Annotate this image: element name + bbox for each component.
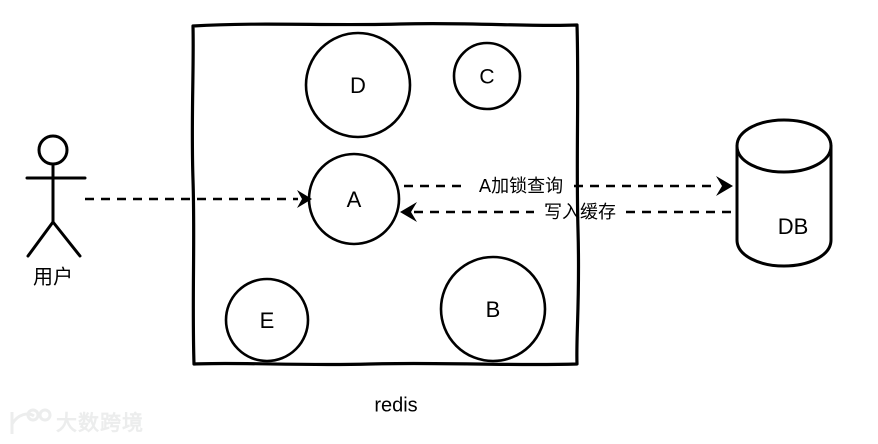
edge-label-a-lock-query: A加锁查询	[479, 176, 563, 197]
cache-node-d-label: D	[350, 73, 366, 98]
edge-user-to-a	[85, 190, 312, 208]
watermark-text: 大数跨境	[56, 411, 144, 435]
cache-node-d	[304, 31, 412, 139]
cache-node-e-label: E	[260, 308, 275, 333]
edge-a-to-db	[404, 176, 733, 196]
database-label: DB	[778, 214, 809, 239]
stick-figure-user-icon	[25, 134, 87, 258]
edge-label-write-cache: 写入缓存	[544, 202, 616, 223]
cache-node-e	[224, 277, 310, 363]
cache-node-c	[452, 41, 522, 111]
user-label: 用户	[33, 265, 73, 288]
database-cylinder-icon	[735, 118, 833, 268]
redis-caption: redis	[374, 394, 417, 416]
arrowhead-db-to-a	[400, 202, 417, 222]
watermark: 大数跨境	[10, 408, 144, 435]
edge-db-to-a	[400, 202, 736, 222]
arrowhead-a-to-db	[716, 176, 733, 196]
cache-node-b-label: B	[486, 297, 501, 322]
cache-node-a-label: A	[347, 187, 362, 212]
arrowhead-user-to-a	[297, 190, 312, 208]
cache-node-c-label: C	[479, 66, 494, 89]
cache-node-b	[439, 255, 547, 363]
